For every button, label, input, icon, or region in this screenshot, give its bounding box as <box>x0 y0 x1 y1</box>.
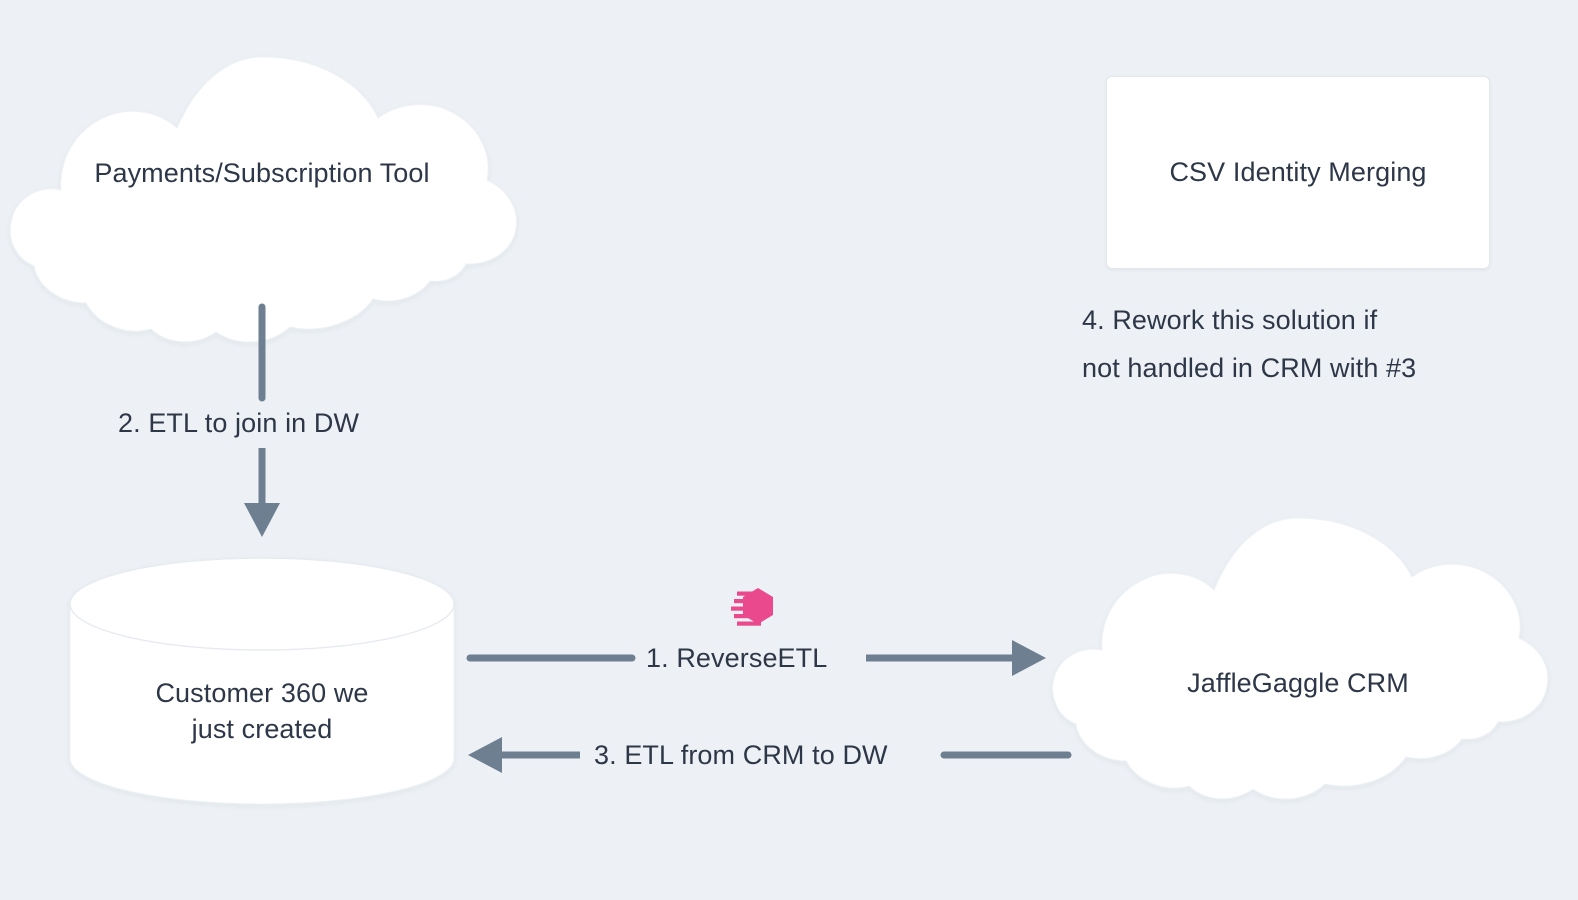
crm-cloud-shape[interactable] <box>1052 517 1549 800</box>
edge-label-etl-from-crm: 3. ETL from CRM to DW <box>588 738 894 774</box>
arrow-reverse-etl[interactable] <box>466 640 1046 676</box>
arrow-etl-to-join[interactable] <box>244 303 280 537</box>
arrow-etl-from-crm[interactable] <box>468 737 1072 773</box>
csv-identity-merging-label: CSV Identity Merging <box>1169 156 1427 187</box>
csv-identity-merging-box[interactable]: CSV Identity Merging <box>1106 76 1490 269</box>
edge-label-etl-to-join: 2. ETL to join in DW <box>112 406 366 442</box>
warehouse-cylinder-shape[interactable] <box>69 557 455 805</box>
rework-note: 4. Rework this solution if not handled i… <box>1082 305 1417 384</box>
edge-label-reverse-etl: 1. ReverseETL <box>640 641 834 677</box>
dbt-logo-icon <box>731 588 773 626</box>
payments-cloud-shape[interactable] <box>9 56 517 343</box>
